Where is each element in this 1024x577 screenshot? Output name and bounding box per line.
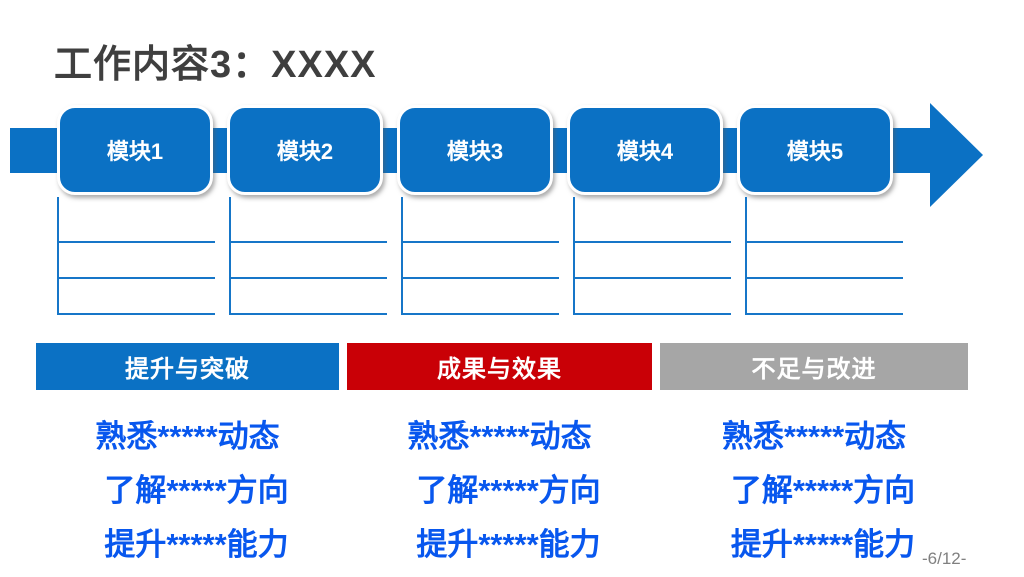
section-item: 熟悉*****动态 <box>721 418 907 454</box>
note-rule-line <box>403 241 559 243</box>
module-note-panel-4 <box>573 197 731 315</box>
module-boxes-row: 模块1 模块2 模块3 模块4 模块5 <box>57 105 893 195</box>
module-label: 模块2 <box>276 139 334 164</box>
note-rule-line <box>231 313 387 315</box>
note-rule-line <box>59 313 215 315</box>
note-rule-line <box>403 277 559 279</box>
section-item: 熟悉*****动态 <box>407 418 592 454</box>
module-label: 模块4 <box>616 139 674 164</box>
note-rule-line <box>575 241 731 243</box>
section-item-list-improvement: 熟悉*****动态 了解*****方向 提升*****能力 <box>36 414 339 576</box>
note-rule-line <box>575 313 731 315</box>
module-label: 模块5 <box>786 139 844 164</box>
section-item-list-results: 熟悉*****动态 了解*****方向 提升*****能力 <box>347 414 652 576</box>
module-note-panel-5 <box>745 197 903 315</box>
note-rule-line <box>59 241 215 243</box>
section-header-shortcomings: 不足与改进 <box>660 343 968 390</box>
section-title: 提升与突破 <box>125 356 250 383</box>
note-rule-line <box>747 277 903 279</box>
note-rule-line <box>231 241 387 243</box>
module-label: 模块1 <box>106 139 164 164</box>
section-title: 成果与效果 <box>437 356 562 383</box>
section-header-results: 成果与效果 <box>347 343 652 390</box>
page-title: 工作内容3：XXXX <box>54 44 377 86</box>
module-notes-row <box>57 197 903 315</box>
section-headers-row: 提升与突破 成果与效果 不足与改进 <box>36 343 968 390</box>
section-header-improvement: 提升与突破 <box>36 343 339 390</box>
note-rule-line <box>231 277 387 279</box>
page-number: -6/12- <box>922 549 967 568</box>
note-rule-line <box>747 313 903 315</box>
module-box-4: 模块4 <box>567 105 723 195</box>
arrow-head-icon <box>930 103 983 207</box>
module-box-2: 模块2 <box>227 105 383 195</box>
section-item: 提升*****能力 <box>730 526 916 562</box>
note-rule-line <box>747 241 903 243</box>
section-title: 不足与改进 <box>751 356 877 383</box>
section-item-list-shortcomings: 熟悉*****动态 了解*****方向 提升*****能力 <box>660 414 968 576</box>
module-note-panel-2 <box>229 197 387 315</box>
section-items-row: 熟悉*****动态 了解*****方向 提升*****能力 熟悉*****动态 … <box>36 414 968 576</box>
note-rule-line <box>59 277 215 279</box>
module-box-3: 模块3 <box>397 105 553 195</box>
module-note-panel-1 <box>57 197 215 315</box>
module-box-5: 模块5 <box>737 105 893 195</box>
module-box-1: 模块1 <box>57 105 213 195</box>
section-item: 提升*****能力 <box>416 526 601 562</box>
module-note-panel-3 <box>401 197 559 315</box>
section-item: 了解*****方向 <box>416 472 601 508</box>
section-item: 提升*****能力 <box>104 526 289 562</box>
note-rule-line <box>575 277 731 279</box>
section-item: 了解*****方向 <box>730 472 916 508</box>
section-item: 熟悉*****动态 <box>95 418 280 454</box>
note-rule-line <box>403 313 559 315</box>
section-item: 了解*****方向 <box>104 472 289 508</box>
module-label: 模块3 <box>446 139 504 164</box>
